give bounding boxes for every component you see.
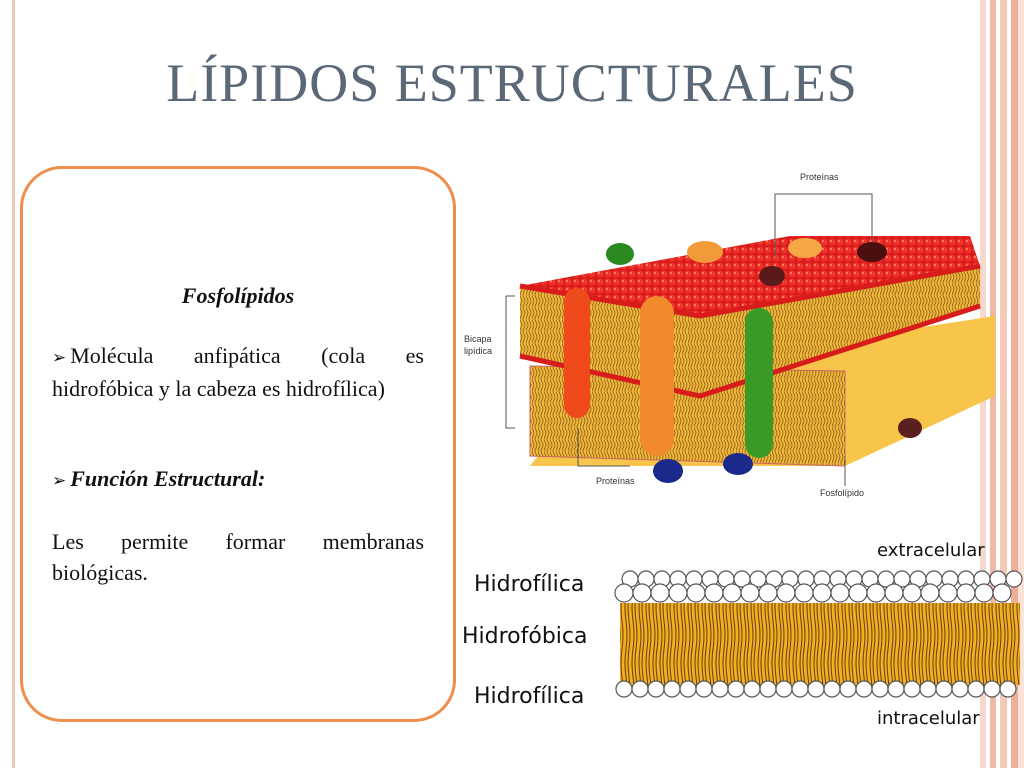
label-intracellular: intracelular: [877, 708, 980, 729]
arrow-bullet-icon: ➢: [52, 471, 67, 490]
label-hydrophobic: Hidrofóbica: [462, 624, 588, 649]
label-bilayer-1: Bicapa: [464, 334, 492, 344]
structural-paragraph: Les permite formar membranas biológicas.: [52, 529, 424, 585]
label-hydrophilic-bottom: Hidrofílica: [474, 684, 585, 709]
label-extracellular: extracelular: [877, 540, 985, 561]
left-decorative-line: [12, 0, 15, 768]
bullet-text-2: Función Estructural:: [70, 466, 266, 491]
cell-membrane-diagram: Proteínas Bicapa lipídica Proteínas Fosf…: [464, 172, 995, 498]
label-phospholipid: Fosfolípido: [820, 488, 864, 498]
label-hydrophilic-top: Hidrofílica: [474, 572, 585, 597]
phospholipid-bilayer-diagram: [614, 570, 1023, 698]
arrow-bullet-icon: ➢: [52, 348, 67, 367]
slide-title: LÍPIDOS ESTRUCTURALES: [166, 53, 858, 113]
label-bilayer-2: lipídica: [464, 346, 492, 356]
bullet-amphipathic: ➢Molécula anfipática (cola es hidrofóbic…: [52, 340, 424, 404]
label-proteins-top: Proteínas: [800, 172, 839, 182]
text-box: [20, 166, 456, 722]
bullet-structural-function: ➢Función Estructural:: [52, 463, 424, 496]
label-proteins-bottom: Proteínas: [596, 476, 635, 486]
bullet-text-1: Molécula anfipática (cola es hidrofóbica…: [52, 343, 424, 401]
section-heading: Fosfolípidos: [181, 283, 295, 308]
